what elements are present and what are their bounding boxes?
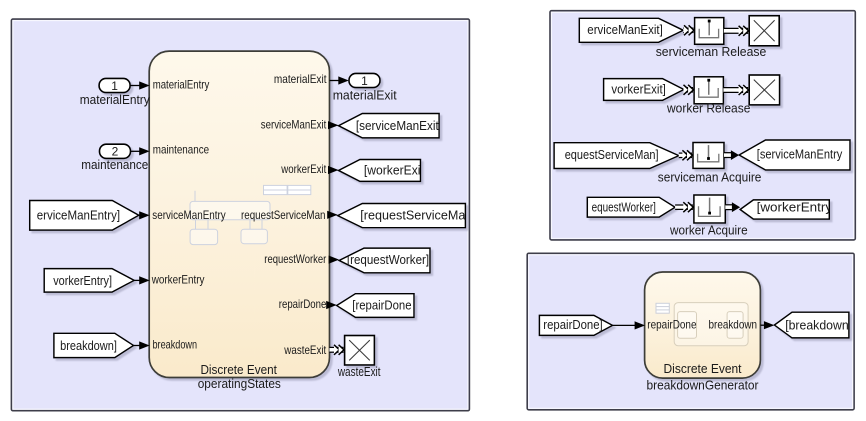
svg-text:serviceman Acquire: serviceman Acquire xyxy=(658,169,762,184)
svg-text:[serviceManEntry: [serviceManEntry xyxy=(757,147,843,162)
svg-text:worker Release: worker Release xyxy=(666,100,750,115)
svg-text:wasteExit: wasteExit xyxy=(283,344,326,357)
svg-text:[workerExit]: [workerExit] xyxy=(364,162,427,177)
svg-text:materialExit: materialExit xyxy=(333,87,397,102)
svg-text:breakdown]: breakdown] xyxy=(60,338,117,353)
svg-text:maintenance: maintenance xyxy=(81,157,148,172)
svg-text:[requestWorker]: [requestWorker] xyxy=(347,252,429,267)
svg-text:vorkerExit]: vorkerExit] xyxy=(611,82,666,97)
svg-text:serviceman Release: serviceman Release xyxy=(656,44,767,59)
svg-text:erviceManExit]: erviceManExit] xyxy=(587,22,663,37)
svg-text:requestWorker: requestWorker xyxy=(264,253,326,266)
svg-text:equestServiceMan]: equestServiceMan] xyxy=(565,147,659,162)
svg-text:[breakdown: [breakdown xyxy=(785,318,849,333)
svg-text:maintenance: maintenance xyxy=(153,143,209,156)
svg-text:materialEntry: materialEntry xyxy=(153,79,210,92)
svg-text:[requestServiceMan]: [requestServiceMan] xyxy=(360,207,476,222)
svg-text:2: 2 xyxy=(112,145,119,159)
svg-text:serviceManExit: serviceManExit xyxy=(261,118,327,131)
svg-text:Discrete Event: Discrete Event xyxy=(200,362,277,377)
svg-text:Discrete Event: Discrete Event xyxy=(664,361,742,376)
svg-text:[serviceManExit]: [serviceManExit] xyxy=(356,118,442,133)
svg-text:breakdownGenerator: breakdownGenerator xyxy=(647,377,760,392)
svg-text:repairDone]: repairDone] xyxy=(543,317,602,332)
svg-text:workerEntry: workerEntry xyxy=(151,273,205,286)
svg-text:1: 1 xyxy=(361,74,368,88)
svg-text:repairDone: repairDone xyxy=(647,318,696,331)
svg-text:[repairDone: [repairDone xyxy=(352,298,411,313)
svg-text:breakdown: breakdown xyxy=(709,318,758,331)
svg-text:serviceManEntry: serviceManEntry xyxy=(152,209,226,222)
svg-text:operatingStates: operatingStates xyxy=(198,376,282,391)
svg-text:requestServiceMan: requestServiceMan xyxy=(241,209,326,222)
svg-text:materialExit: materialExit xyxy=(274,73,327,86)
svg-text:breakdown: breakdown xyxy=(153,339,198,352)
svg-text:repairDone: repairDone xyxy=(279,298,327,311)
svg-text:erviceManEntry]: erviceManEntry] xyxy=(37,208,120,223)
svg-text:materialEntry: materialEntry xyxy=(80,92,151,107)
svg-text:1: 1 xyxy=(111,79,118,93)
svg-text:[workerEntry: [workerEntry xyxy=(757,200,833,215)
svg-text:wasteExit: wasteExit xyxy=(337,364,381,379)
svg-text:vorkerEntry]: vorkerEntry] xyxy=(53,273,112,288)
svg-text:workerExit: workerExit xyxy=(280,163,326,176)
svg-text:equestWorker]: equestWorker] xyxy=(592,200,656,215)
svg-text:worker Acquire: worker Acquire xyxy=(669,223,748,238)
